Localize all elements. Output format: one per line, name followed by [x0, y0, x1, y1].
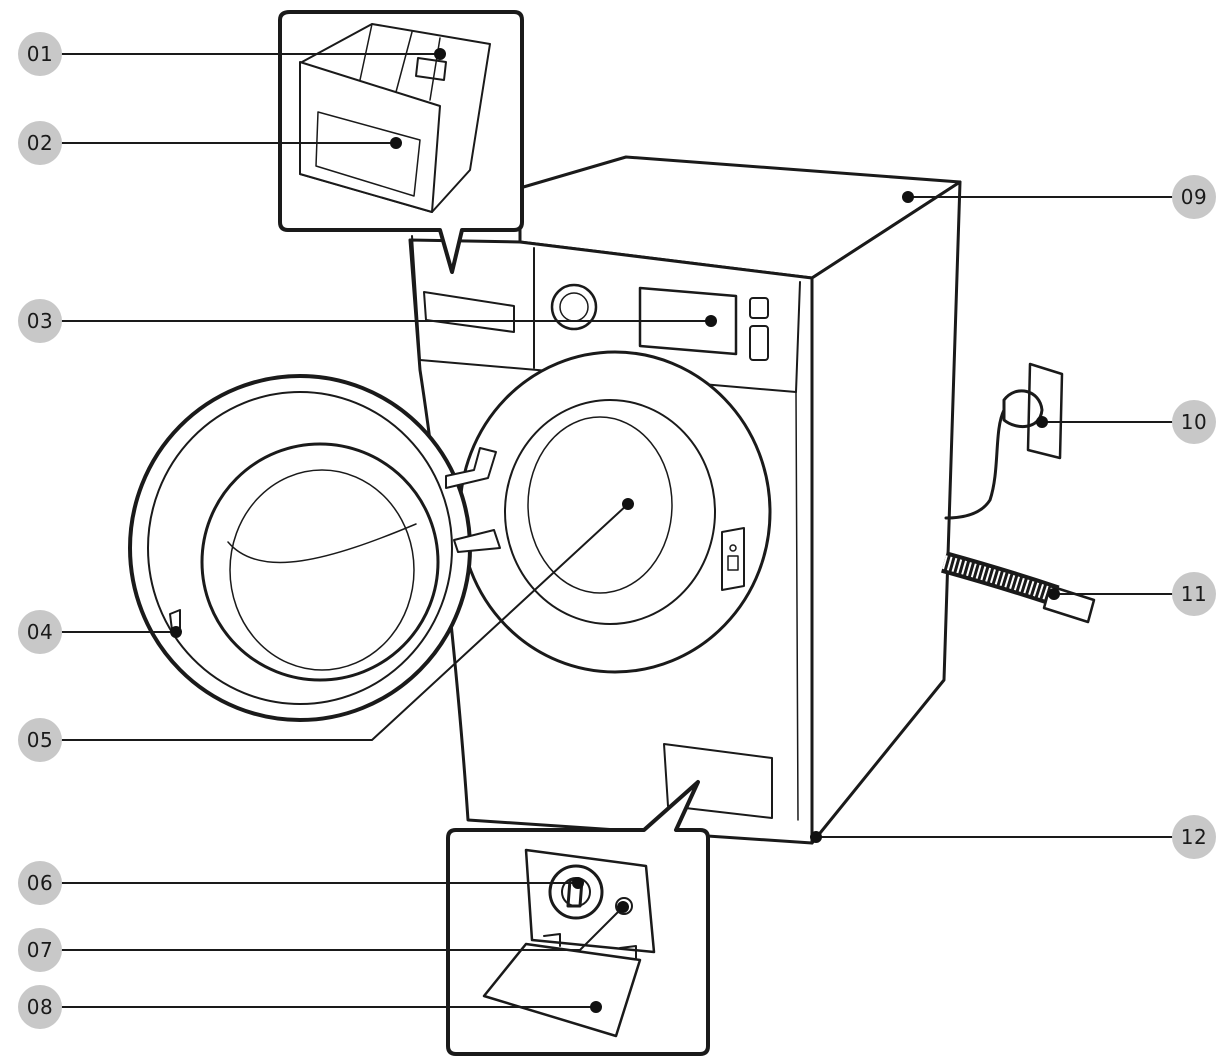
- callout-10: 10: [1172, 400, 1216, 444]
- dot-01: [434, 48, 446, 60]
- dot-04: [170, 626, 182, 638]
- leader-05: [58, 503, 629, 741]
- drum-opening: [458, 350, 772, 674]
- dot-11: [1048, 588, 1060, 600]
- water-tap: [944, 362, 1064, 520]
- callout-03: 03: [18, 299, 62, 343]
- callout-07: 07: [18, 928, 62, 972]
- callout-label: 12: [1181, 825, 1207, 849]
- callout-label: 05: [27, 728, 53, 752]
- callout-12: 12: [1172, 815, 1216, 859]
- dot-02: [390, 137, 402, 149]
- dot-12: [810, 831, 822, 843]
- callout-01: 01: [18, 32, 62, 76]
- dot-06: [572, 877, 584, 889]
- drain-hose: [941, 551, 1096, 624]
- dot-03: [705, 315, 717, 327]
- callout-label: 04: [27, 620, 53, 644]
- callout-label: 09: [1181, 185, 1207, 209]
- callout-label: 06: [27, 871, 53, 895]
- leader-07: [58, 906, 624, 951]
- dot-10: [1036, 416, 1048, 428]
- dot-05: [622, 498, 634, 510]
- callout-02: 02: [18, 121, 62, 165]
- callout-05: 05: [18, 718, 62, 762]
- callout-06: 06: [18, 861, 62, 905]
- callout-label: 10: [1181, 410, 1207, 434]
- pump-filter-inset: [446, 780, 710, 1056]
- dot-09: [902, 191, 914, 203]
- callout-label: 03: [27, 309, 53, 333]
- callout-04: 04: [18, 610, 62, 654]
- dot-07: [617, 901, 629, 913]
- callout-09: 09: [1172, 175, 1216, 219]
- callout-11: 11: [1172, 572, 1216, 616]
- door: [128, 374, 501, 722]
- callout-label: 02: [27, 131, 53, 155]
- callout-08: 08: [18, 985, 62, 1029]
- dot-08: [590, 1001, 602, 1013]
- callout-label: 01: [27, 42, 53, 66]
- callout-label: 08: [27, 995, 53, 1019]
- callout-label: 07: [27, 938, 53, 962]
- callout-label: 11: [1181, 582, 1207, 606]
